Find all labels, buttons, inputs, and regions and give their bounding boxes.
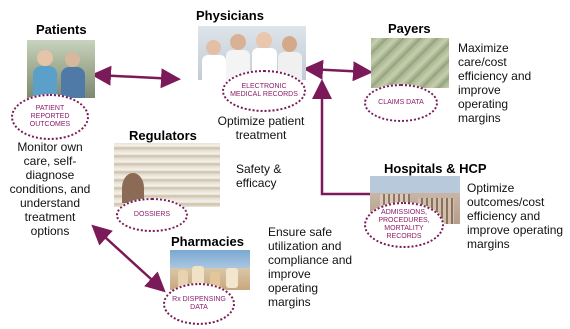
physicians-heading: Physicians	[196, 8, 264, 23]
payers-description: Maximize care/cost efficiency and improv…	[458, 41, 532, 125]
regulators-photo	[114, 143, 220, 207]
hospitals-data-oval: ADMISSIONS, PROCEDURES, MORTALITY RECORD…	[364, 202, 444, 248]
patients-description: Monitor own care, self-diagnose conditio…	[9, 140, 91, 238]
payers-photo	[371, 38, 449, 88]
physicians-description: Optimize patient treatment	[217, 114, 305, 142]
arrow-patients-physicians	[91, 65, 181, 89]
arrow-patients-pharmacies	[91, 224, 166, 293]
arrow-to-hospitals	[312, 79, 391, 204]
regulators-description: Safety & efficacy	[236, 162, 282, 190]
physicians-data-oval: ELECTRONIC MEDICAL RECORDS	[222, 70, 306, 112]
regulators-heading: Regulators	[129, 128, 197, 143]
hospitals-description: Optimize outcomes/cost efficiency and im…	[467, 181, 564, 251]
pharmacies-heading: Pharmacies	[171, 234, 244, 249]
patients-data-oval: PATIENT REPORTED OUTCOMES	[11, 94, 89, 140]
arrow-physicians-payers	[303, 59, 373, 82]
regulators-data-oval: DOSSIERS	[116, 198, 188, 232]
hospitals-heading: Hospitals & HCP	[384, 161, 487, 176]
payers-heading: Payers	[388, 21, 431, 36]
pharmacies-data-oval: Rx DISPENSING DATA	[163, 283, 235, 325]
patients-heading: Patients	[36, 22, 87, 37]
patients-photo	[27, 40, 95, 98]
pharmacies-description: Ensure safe utilization and compliance a…	[268, 225, 353, 309]
payers-data-oval: CLAIMS DATA	[364, 84, 438, 122]
